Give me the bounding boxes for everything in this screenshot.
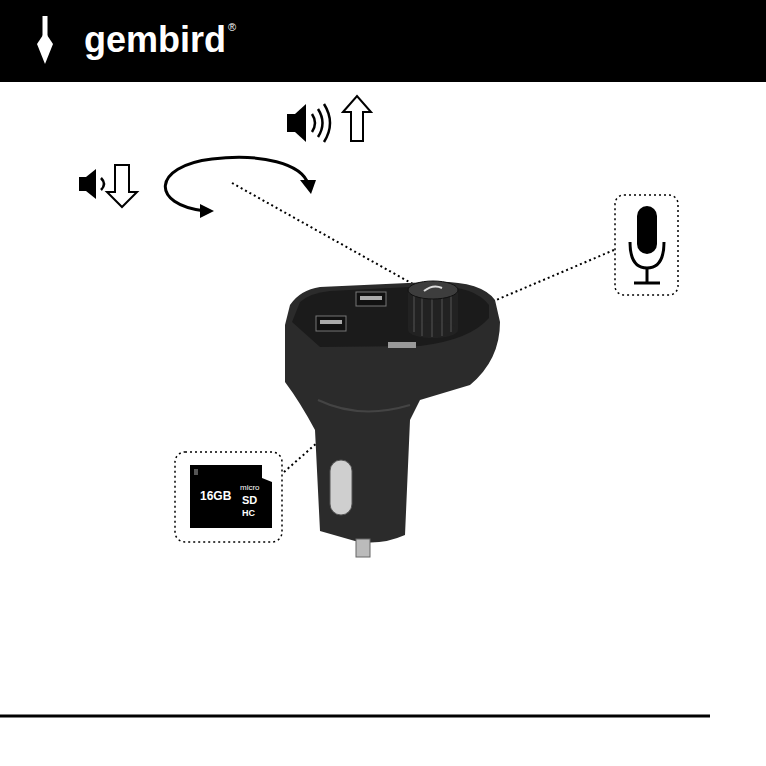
microphone-icon [615, 195, 678, 295]
volume-down-icon [79, 165, 137, 207]
volume-up-icon [287, 96, 371, 142]
card-logo-text: HC [242, 509, 255, 518]
brand-name: gembird [84, 22, 226, 58]
rotation-arrow [165, 157, 316, 218]
registered-mark: ® [228, 22, 236, 33]
card-logo-text: SD [242, 495, 257, 506]
car-transmitter [285, 281, 500, 557]
card-logo-text: micro [240, 484, 260, 492]
brand-icon [37, 16, 53, 64]
microsd-card [175, 452, 282, 542]
header-band [0, 0, 766, 82]
card-capacity: 16GB [200, 490, 231, 502]
bottom-rule [0, 715, 710, 718]
